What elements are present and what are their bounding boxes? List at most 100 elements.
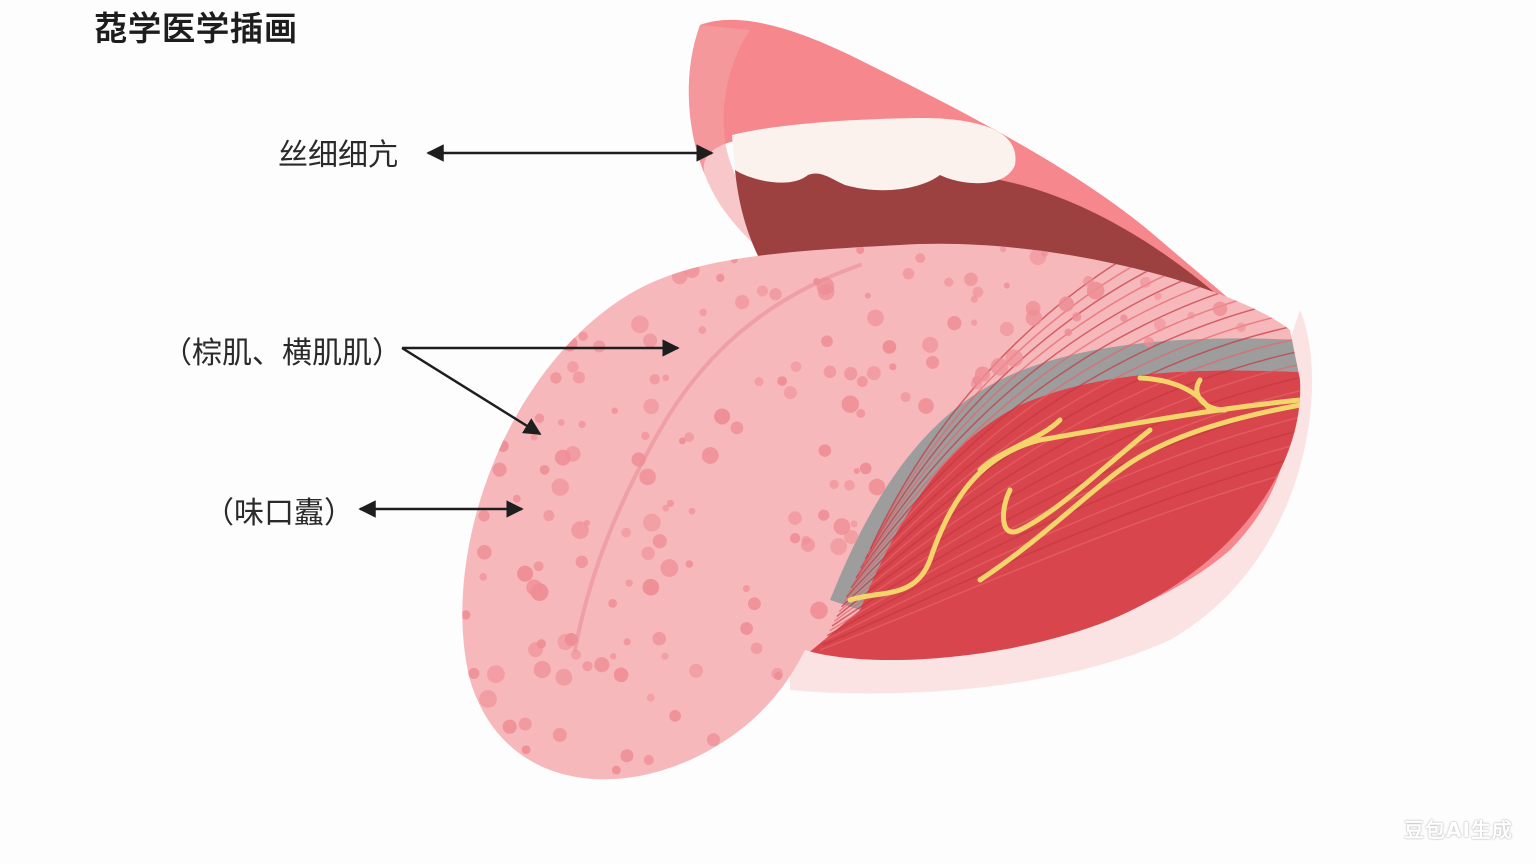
tongue-shadow bbox=[790, 310, 1313, 694]
papilla-dot bbox=[621, 527, 631, 538]
papilla-dot bbox=[823, 365, 837, 379]
nerve-branches bbox=[847, 375, 1301, 603]
papilla-dot bbox=[864, 292, 871, 299]
papilla-dot bbox=[641, 431, 650, 441]
papilla-dot bbox=[742, 585, 750, 593]
papilla-dot bbox=[643, 333, 658, 348]
papilla-dot bbox=[575, 555, 588, 569]
papilla-dot bbox=[669, 710, 681, 722]
papilla-dot bbox=[926, 355, 940, 369]
muscle-fiber bbox=[838, 363, 1301, 613]
muscle-fiber bbox=[841, 350, 1301, 608]
papilla-dot bbox=[1005, 349, 1024, 368]
papilla-dot bbox=[730, 421, 744, 435]
muscle-fiber bbox=[819, 469, 1301, 651]
papilla-dot bbox=[810, 601, 828, 620]
papilla-dot bbox=[783, 386, 797, 400]
papilla-dot bbox=[740, 622, 753, 635]
papilla-dot bbox=[462, 610, 471, 620]
papilla-dot bbox=[1212, 301, 1228, 317]
papilla-dot bbox=[477, 545, 492, 560]
papilla-dot bbox=[552, 727, 567, 742]
papilla-dot bbox=[754, 377, 764, 387]
teeth bbox=[732, 118, 1016, 191]
papilla-dot bbox=[550, 372, 562, 384]
papilla-dot bbox=[1072, 312, 1082, 322]
papilla-dot bbox=[557, 419, 565, 426]
papilla-dot bbox=[1187, 311, 1195, 320]
arrow-icon bbox=[401, 346, 542, 436]
muscle-fiber bbox=[836, 376, 1301, 617]
papilla-dot bbox=[610, 653, 617, 660]
papilla-dot bbox=[856, 376, 868, 388]
papilla-dot bbox=[678, 437, 686, 445]
papilla-dot bbox=[1003, 282, 1010, 289]
papilla-dot bbox=[478, 510, 490, 522]
papilla-dot bbox=[578, 420, 586, 429]
papilla-dot bbox=[947, 316, 962, 331]
muscle-fiber bbox=[829, 416, 1301, 632]
papilla-dot bbox=[801, 535, 811, 545]
papilla-dot bbox=[611, 407, 618, 414]
papilla-dot bbox=[688, 507, 696, 515]
papilla-dot bbox=[533, 661, 551, 679]
muscle-fiber bbox=[826, 429, 1301, 637]
papilla-dot bbox=[661, 652, 669, 660]
papilla-dot bbox=[829, 479, 839, 490]
papilla-dot bbox=[1236, 322, 1246, 332]
papilla-dot bbox=[833, 518, 851, 535]
papilla-dot bbox=[777, 376, 788, 386]
papilla-dot bbox=[788, 511, 802, 525]
papilla-dot bbox=[512, 494, 521, 503]
papilla-dot bbox=[1154, 292, 1162, 301]
papilla-dot bbox=[868, 478, 886, 496]
papilla-dot bbox=[1064, 328, 1073, 337]
papilla-dot bbox=[817, 283, 835, 301]
papilla-dot bbox=[790, 361, 802, 372]
page-title: 莻学医学插画 bbox=[94, 9, 298, 48]
papilla-dot bbox=[1025, 301, 1041, 316]
papilla-dot bbox=[534, 413, 545, 424]
papilla-dot bbox=[735, 294, 750, 310]
papilla-dot bbox=[567, 361, 579, 373]
papilla-dot bbox=[972, 286, 984, 298]
papilla-dot bbox=[850, 520, 858, 528]
papilla-dot bbox=[856, 408, 866, 418]
papilla-dot bbox=[1153, 318, 1166, 331]
papilla-dot bbox=[571, 521, 589, 539]
papilla-dot bbox=[620, 749, 634, 763]
papilla-dot bbox=[608, 598, 618, 608]
papilla-dot bbox=[660, 559, 679, 577]
papilla-dot bbox=[789, 532, 801, 544]
papilla-dot bbox=[646, 693, 655, 702]
papilla-dot bbox=[642, 578, 660, 596]
papilla-dot bbox=[643, 398, 659, 415]
papilla-dot bbox=[999, 321, 1014, 337]
papilla-dot bbox=[521, 745, 531, 755]
papilla-dot bbox=[643, 754, 654, 766]
lower-lip bbox=[870, 345, 1291, 660]
papilla-dot bbox=[492, 462, 507, 477]
papilla-dot bbox=[1000, 246, 1007, 253]
papilla-dot bbox=[530, 433, 538, 441]
papilla-dot bbox=[1086, 281, 1105, 300]
papilla-dot bbox=[853, 467, 860, 475]
papilla-dot bbox=[731, 256, 738, 264]
papilla-dot bbox=[502, 719, 517, 734]
papilla-dot bbox=[769, 288, 782, 301]
papilla-dot bbox=[685, 560, 694, 568]
papilla-dot bbox=[882, 340, 897, 354]
muscle-fiber bbox=[850, 297, 1301, 589]
papilla-dot bbox=[844, 367, 858, 381]
papilla-dot bbox=[964, 272, 978, 287]
papilla-dot bbox=[533, 561, 544, 572]
papilla-dot bbox=[662, 374, 670, 382]
papilla-dot bbox=[902, 267, 915, 280]
papilla-dot bbox=[594, 657, 610, 673]
papilla-dot bbox=[639, 468, 656, 486]
papillae-dots bbox=[462, 246, 1246, 775]
papilla-dot bbox=[818, 444, 832, 457]
papilla-dot bbox=[944, 277, 954, 287]
papilla-dot bbox=[714, 408, 731, 425]
papilla-dot bbox=[564, 633, 578, 647]
